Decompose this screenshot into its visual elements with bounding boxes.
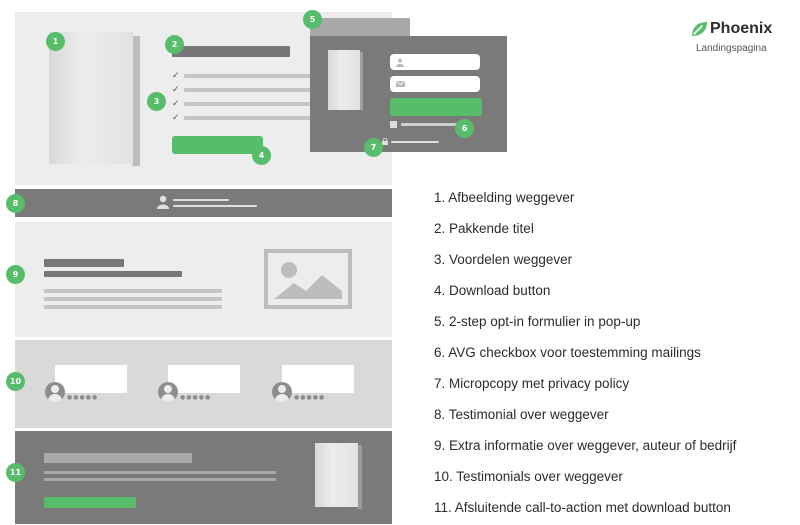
- download-button[interactable]: [172, 136, 263, 154]
- book-spine: [359, 52, 363, 110]
- lock-icon: [382, 138, 388, 145]
- rating-stars: ●●●●●: [180, 394, 212, 401]
- number-badge: 10: [6, 372, 25, 391]
- name-input[interactable]: [390, 54, 480, 70]
- cta-book-image: [315, 443, 358, 507]
- number-badge: 4: [252, 146, 271, 165]
- book-spine: [132, 36, 140, 166]
- benefit-line: [184, 102, 314, 106]
- rating-stars: ●●●●●: [67, 394, 99, 401]
- user-icon: [157, 195, 169, 209]
- giveaway-book-image: [49, 32, 133, 164]
- legend-item: 11. Afsluitende call-to-action met downl…: [434, 500, 731, 515]
- number-badge: 2: [165, 35, 184, 54]
- legend-item: 6. AVG checkbox voor toestemming mailing…: [434, 345, 701, 360]
- info-subheading-bar: [44, 271, 182, 277]
- closing-cta-section: [15, 431, 392, 524]
- benefit-line: [184, 116, 314, 120]
- legend-item: 7. Micropcopy met privacy policy: [434, 376, 630, 391]
- number-badge: 6: [455, 119, 474, 138]
- number-badge: 8: [6, 194, 25, 213]
- testimonials-section: ●●●●● ●●●●● ●●●●●: [15, 340, 392, 428]
- info-heading-bar: [44, 259, 124, 267]
- avatar-icon: [272, 382, 292, 402]
- optin-popup: [310, 18, 507, 152]
- benefit-line: [184, 88, 314, 92]
- brand-name: Phoenix: [710, 20, 773, 37]
- testimonial-card-box: [168, 365, 240, 393]
- popup-body: [310, 36, 507, 152]
- extra-info-section: [15, 222, 392, 337]
- user-icon: [396, 58, 404, 67]
- check-icon: ✓: [172, 112, 180, 122]
- cta-text-line: [44, 471, 276, 474]
- number-badge: 3: [147, 92, 166, 111]
- popup-submit-button[interactable]: [390, 98, 482, 116]
- testimonial-line: [173, 205, 257, 207]
- book-spine: [357, 445, 362, 509]
- info-text-line: [44, 297, 222, 301]
- testimonial-bar-section: [15, 189, 392, 217]
- number-badge: 1: [46, 32, 65, 51]
- legend-item: 4. Download button: [434, 283, 551, 298]
- image-placeholder-icon: [264, 249, 352, 309]
- legend-list: 1. Afbeelding weggever 2. Pakkende titel…: [434, 190, 794, 525]
- catchy-title-bar: [172, 46, 290, 57]
- check-icon: ✓: [172, 98, 180, 108]
- mail-icon: [396, 81, 405, 87]
- number-badge: 9: [6, 265, 25, 284]
- legend-item: 10. Testimonials over weggever: [434, 469, 623, 484]
- info-text-line: [44, 289, 222, 293]
- privacy-microcopy: [391, 141, 439, 143]
- legend-item: 1. Afbeelding weggever: [434, 190, 575, 205]
- info-text-line: [44, 305, 222, 309]
- benefit-line: [184, 74, 314, 78]
- testimonial-card-box: [55, 365, 127, 393]
- cta-text-line: [44, 478, 276, 481]
- testimonial-line: [173, 199, 229, 201]
- number-badge: 7: [364, 138, 383, 157]
- number-badge: 11: [6, 463, 25, 482]
- popup-book-image: [328, 50, 360, 110]
- rating-stars: ●●●●●: [294, 394, 326, 401]
- phoenix-leaf-icon: [692, 22, 707, 36]
- gdpr-consent-text: [401, 123, 461, 126]
- check-icon: ✓: [172, 70, 180, 80]
- avatar-icon: [158, 382, 178, 402]
- email-input[interactable]: [390, 76, 480, 92]
- brand-subtitle: Landingspagina: [696, 43, 767, 54]
- check-icon: ✓: [172, 84, 180, 94]
- legend-item: 2. Pakkende titel: [434, 221, 534, 236]
- cta-download-button[interactable]: [44, 497, 136, 508]
- legend-item: 5. 2-step opt-in formulier in pop-up: [434, 314, 641, 329]
- testimonial-card-box: [282, 365, 354, 393]
- legend-item: 8. Testimonial over weggever: [434, 407, 609, 422]
- checkbox-icon[interactable]: [390, 121, 397, 128]
- legend-item: 3. Voordelen weggever: [434, 252, 573, 267]
- popup-header: [310, 18, 410, 36]
- avatar-icon: [45, 382, 65, 402]
- cta-heading-bar: [44, 453, 192, 463]
- legend-item: 9. Extra informatie over weggever, auteu…: [434, 438, 737, 453]
- number-badge: 5: [303, 10, 322, 29]
